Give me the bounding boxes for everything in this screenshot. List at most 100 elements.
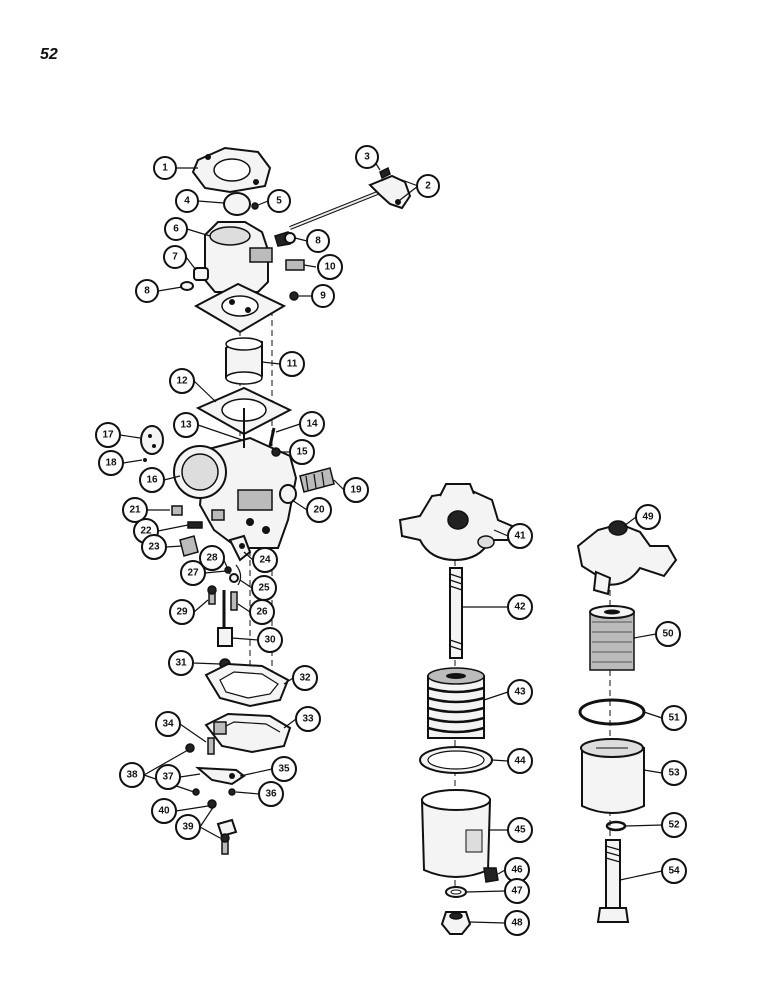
callout-18: 18: [98, 450, 124, 476]
svg-text:32: 32: [299, 673, 311, 684]
leader-lines: [119, 158, 663, 924]
svg-text:18: 18: [105, 458, 117, 469]
callout-48: 48: [504, 910, 530, 936]
callout-10: 10: [317, 254, 343, 280]
callout-2: 2: [416, 174, 440, 198]
callout-53: 53: [661, 760, 687, 786]
svg-text:47: 47: [511, 886, 523, 897]
svg-text:6: 6: [173, 224, 179, 235]
svg-text:35: 35: [278, 764, 290, 775]
svg-text:23: 23: [148, 542, 160, 553]
bowl-gasket-part: [204, 662, 290, 708]
page-number: 52: [40, 46, 58, 63]
float-lever-part: [228, 534, 252, 586]
svg-text:19: 19: [350, 485, 362, 496]
callout-1: 1: [153, 156, 177, 180]
svg-text:46: 46: [511, 865, 523, 876]
svg-text:8: 8: [315, 236, 321, 247]
callout-49: 49: [635, 504, 661, 530]
svg-text:25: 25: [258, 583, 270, 594]
float-pin-assembly: [207, 566, 239, 670]
filter-b-bowl-part: [580, 738, 645, 814]
svg-text:49: 49: [642, 512, 654, 523]
svg-text:8: 8: [144, 286, 150, 297]
callout-12: 12: [169, 368, 195, 394]
svg-text:10: 10: [324, 262, 336, 273]
svg-text:13: 13: [180, 420, 192, 431]
filter-b-oring-part: [578, 698, 646, 726]
svg-text:17: 17: [102, 430, 114, 441]
callout-8a: 8: [306, 229, 330, 253]
svg-text:51: 51: [668, 713, 680, 724]
callout-40: 40: [151, 798, 177, 824]
callout-3: 3: [355, 145, 379, 169]
callout-35: 35: [271, 756, 297, 782]
callout-41: 41: [507, 523, 533, 549]
svg-text:12: 12: [176, 376, 188, 387]
filter-b-washer-part: [605, 820, 627, 832]
callout-37: 37: [155, 764, 181, 790]
svg-text:44: 44: [514, 756, 526, 767]
svg-text:37: 37: [162, 772, 174, 783]
callout-16: 16: [139, 467, 165, 493]
svg-text:54: 54: [668, 866, 680, 877]
callout-31: 31: [168, 650, 194, 676]
callout-54: 54: [661, 858, 687, 884]
callout-32: 32: [292, 665, 318, 691]
callout-9: 9: [311, 284, 335, 308]
svg-text:45: 45: [514, 825, 526, 836]
callout-44: 44: [507, 748, 533, 774]
svg-text:21: 21: [129, 505, 141, 516]
svg-text:15: 15: [296, 447, 308, 458]
filter-a-element-part: [427, 667, 485, 739]
filter-a-head-part: [398, 483, 514, 562]
callout-36: 36: [258, 781, 284, 807]
callout-28: 28: [199, 545, 225, 571]
callout-47: 47: [504, 878, 530, 904]
callout-25: 25: [251, 575, 277, 601]
svg-text:7: 7: [172, 252, 178, 263]
svg-text:36: 36: [265, 789, 277, 800]
idle-screw-part: [243, 408, 281, 457]
callout-38: 38: [119, 762, 145, 788]
svg-text:2: 2: [425, 181, 431, 192]
svg-text:53: 53: [668, 768, 680, 779]
callout-45: 45: [507, 817, 533, 843]
svg-text:33: 33: [302, 714, 314, 725]
throttle-body-part: [193, 221, 287, 334]
svg-text:29: 29: [176, 607, 188, 618]
filter-a-drain-parts: [440, 886, 472, 935]
flange-gasket-part: [191, 146, 272, 194]
svg-text:42: 42: [514, 602, 526, 613]
callout-17: 17: [95, 422, 121, 448]
svg-text:26: 26: [256, 607, 268, 618]
svg-text:40: 40: [158, 806, 170, 817]
carburetor-body-part: [173, 436, 298, 549]
callout-29: 29: [169, 599, 195, 625]
svg-text:24: 24: [259, 555, 271, 566]
callout-8b: 8: [135, 279, 159, 303]
throttle-shaft-part: [289, 166, 412, 230]
float-bracket-hardware: [185, 737, 246, 855]
callout-15: 15: [289, 439, 315, 465]
svg-text:48: 48: [511, 918, 523, 929]
callout-43: 43: [507, 679, 533, 705]
svg-text:5: 5: [276, 196, 282, 207]
venturi-part: [225, 337, 263, 385]
filter-b-bolt-part: [596, 839, 630, 923]
callout-51: 51: [661, 705, 687, 731]
needle-valve-part: [279, 467, 335, 504]
svg-text:28: 28: [206, 553, 218, 564]
svg-text:31: 31: [175, 658, 187, 669]
callout-5: 5: [267, 189, 291, 213]
svg-text:3: 3: [364, 152, 370, 163]
filter-b-element-part: [589, 605, 635, 671]
float-part: [204, 712, 292, 754]
callout-26: 26: [249, 599, 275, 625]
filter-b-head-part: [576, 520, 678, 596]
svg-text:1: 1: [162, 163, 168, 174]
callout-39: 39: [175, 814, 201, 840]
svg-text:34: 34: [162, 719, 174, 730]
svg-text:43: 43: [514, 687, 526, 698]
svg-text:52: 52: [668, 820, 680, 831]
